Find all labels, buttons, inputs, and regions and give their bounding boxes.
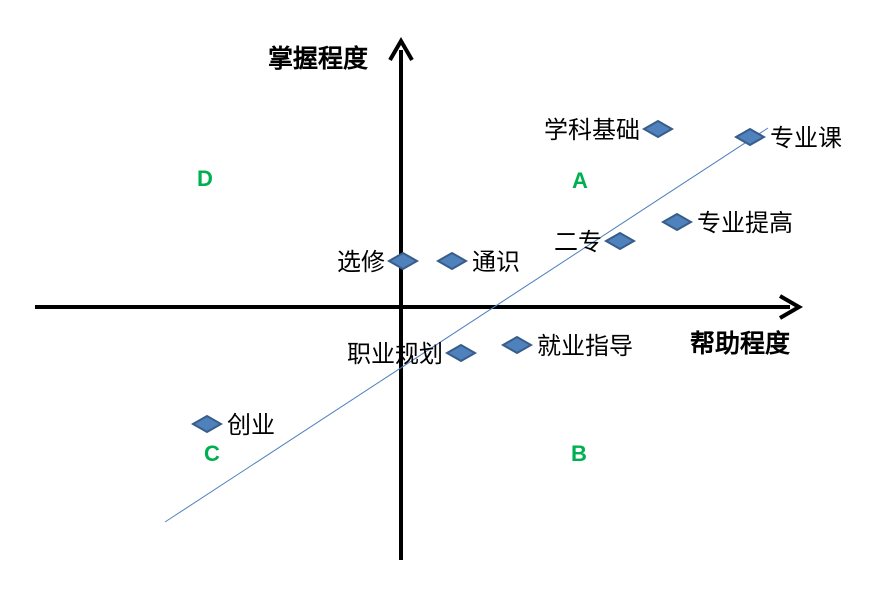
data-point-marker (435, 251, 469, 271)
quadrant-label-c: C (204, 441, 220, 466)
data-point-marker (641, 119, 675, 139)
data-point-marker (190, 414, 224, 434)
data-point-label: 就业指导 (537, 332, 633, 360)
x-axis-title: 帮助程度 (690, 329, 790, 358)
x-axis-arrow (778, 294, 803, 320)
data-point-label: 创业 (227, 411, 275, 439)
axes: 掌握程度 帮助程度 (35, 37, 803, 560)
data-point-label: 专业提高 (697, 209, 793, 237)
data-point-label: 职业规划 (347, 340, 443, 368)
data-point-label: 选修 (337, 248, 385, 276)
trendline (164, 127, 769, 523)
quadrant-label-a: A (572, 168, 588, 193)
data-point-marker (386, 251, 420, 271)
data-point-marker (603, 231, 637, 251)
data-point-label: 学科基础 (544, 116, 640, 144)
data-point-label: 专业课 (770, 124, 842, 152)
data-point-marker (660, 212, 694, 232)
data-point-marker (444, 343, 478, 363)
quadrant-label-d: D (197, 166, 213, 191)
quadrant-label-b: B (571, 441, 587, 466)
y-axis-title: 掌握程度 (268, 44, 368, 73)
data-point-marker (500, 335, 534, 355)
data-point-label: 通识 (472, 248, 520, 276)
y-axis-arrow (388, 37, 414, 62)
data-point-marker (733, 127, 767, 147)
data-point-label: 二专 (554, 228, 602, 256)
